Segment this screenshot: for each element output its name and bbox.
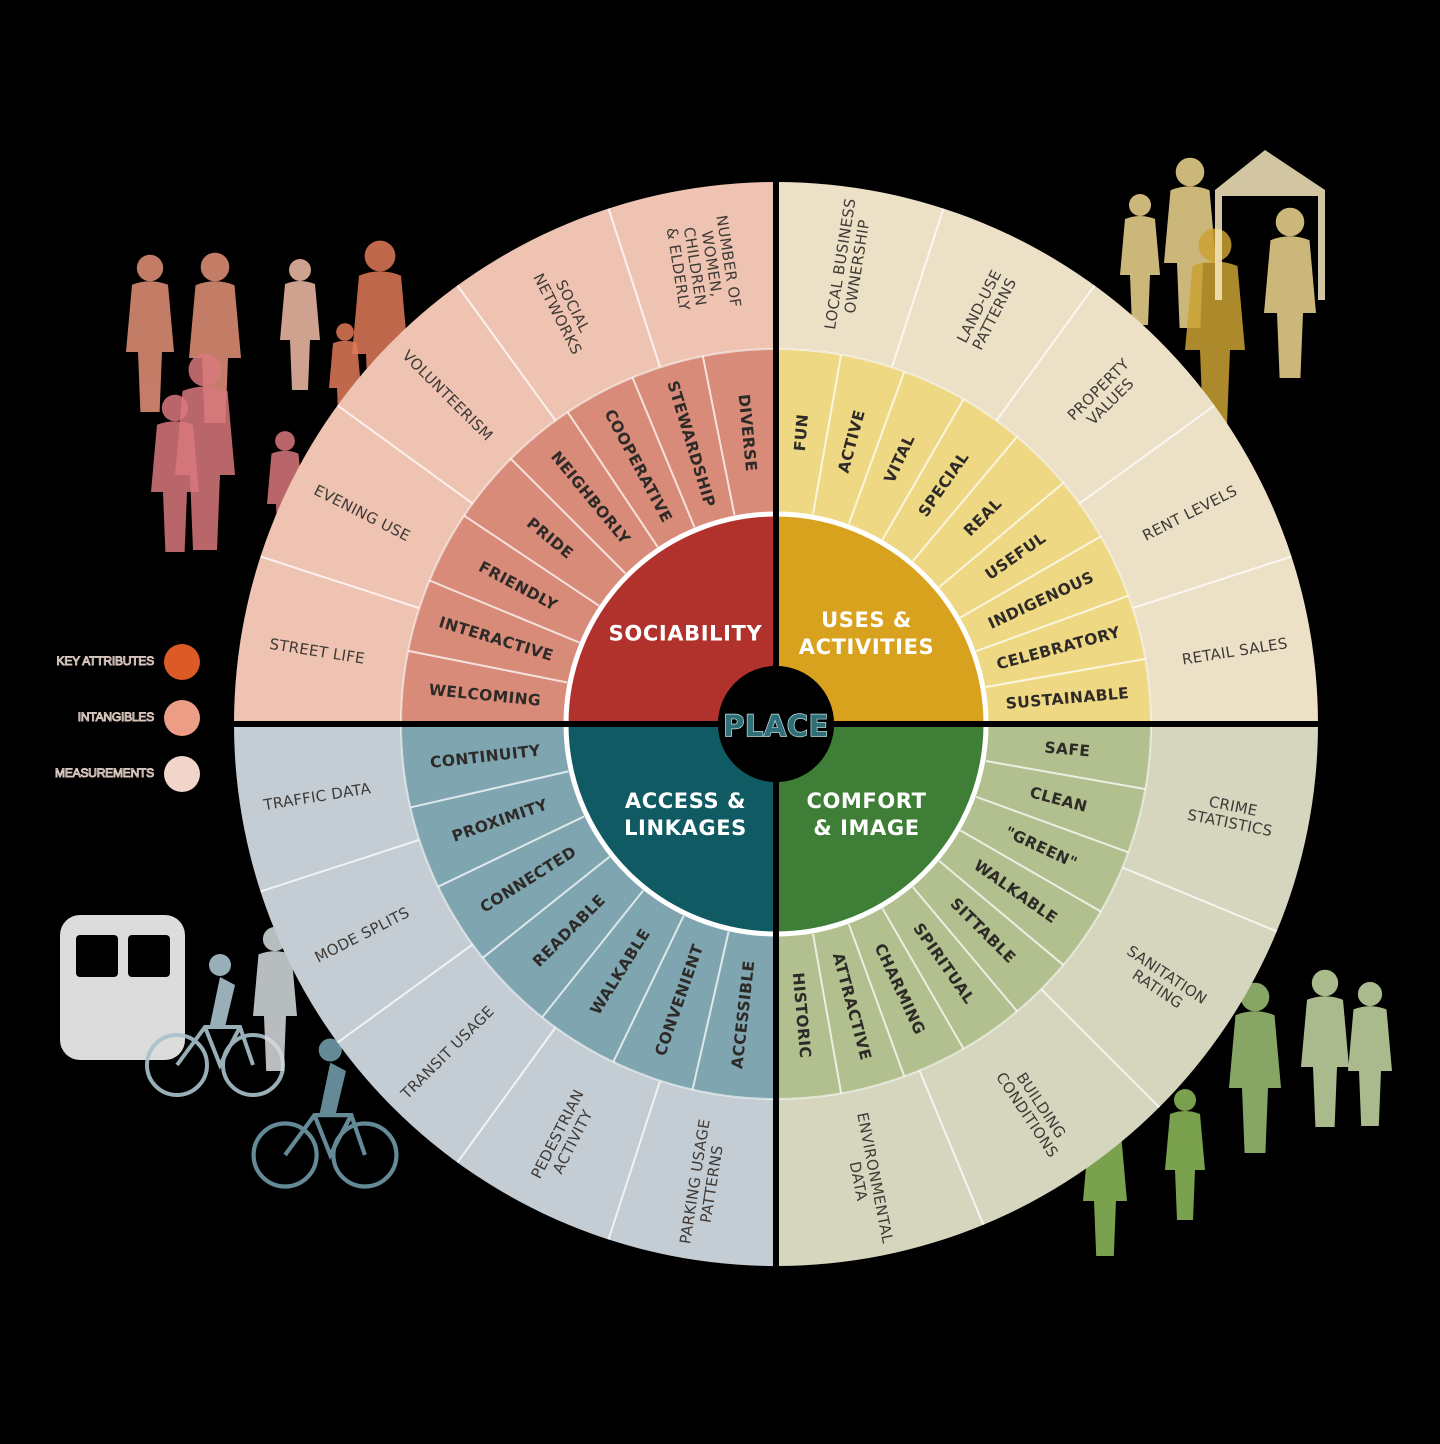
comfort-intangible-divider: [985, 760, 1146, 791]
bicycle-rider-icon: [251, 1038, 399, 1189]
legend-key-attributes-swatch: [164, 644, 200, 680]
access-key-label: ACCESS &: [625, 789, 746, 813]
uses-key-label: USES &: [821, 608, 912, 632]
comfort-intangibles-ring: [776, 724, 1151, 1099]
access-key-attribute: [566, 724, 776, 934]
comfort-intangible-divider: [912, 886, 1018, 1012]
legend: KEY ATTRIBUTES INTANGIBLES MEASUREMENTS: [18, 640, 208, 810]
silhouette-figures: [60, 150, 1392, 1256]
legend-intangibles: INTANGIBLES: [18, 696, 208, 740]
comfort-intangible-divider: [938, 860, 1064, 966]
sociability-measurement-divider: [607, 208, 662, 368]
access-measurements-ring: [234, 724, 776, 1266]
access-measurement-divider: [260, 838, 420, 893]
comfort-key-attribute: [776, 724, 986, 934]
uses-intangible-label: FUN: [791, 413, 812, 452]
person-figure-icon: [1301, 969, 1349, 1127]
legend-intangibles-label: INTANGIBLES: [77, 710, 154, 725]
access-key-label: LINKAGES: [624, 816, 747, 840]
sociability-intangible-divider: [429, 579, 580, 644]
sociability-intangible-divider: [408, 649, 568, 684]
person-figure-icon: [329, 323, 361, 428]
person-figure-icon: [1264, 207, 1316, 378]
uses-intangible-label-line: FUN: [791, 413, 812, 452]
sociability-measurement-divider: [260, 555, 420, 610]
comfort-intangible-label-line: SAFE: [1044, 739, 1091, 761]
uses-intangible-divider: [985, 657, 1146, 688]
sociability-intangible-divider: [701, 356, 736, 516]
person-figure-icon: [126, 254, 174, 412]
legend-key-attributes-label: KEY ATTRIBUTES: [56, 654, 155, 669]
comfort-key-label: COMFORT: [806, 789, 926, 813]
uses-measurement-divider: [1078, 404, 1216, 505]
uses-intangible-divider: [912, 436, 1018, 562]
uses-measurements-ring: [776, 182, 1318, 724]
access-intangible-divider: [437, 815, 585, 888]
uses-intangible-divider: [847, 371, 906, 525]
sociability-intangible-divider: [566, 411, 659, 548]
person-figure-icon: [1164, 157, 1216, 328]
person-figure-icon: [175, 353, 235, 550]
person-figure-icon: [1348, 981, 1392, 1126]
uses-measurement-divider: [1132, 555, 1292, 610]
legend-measurements-label: MEASUREMENTS: [55, 766, 155, 781]
sociability-measurement-divider: [336, 404, 474, 505]
uses-intangible-divider: [959, 535, 1102, 619]
sociability-measurement-divider: [456, 284, 557, 422]
comfort-measurement-divider: [1040, 988, 1160, 1108]
comfort-key-label: & IMAGE: [813, 816, 919, 840]
comfort-measurement-divider: [918, 1070, 985, 1226]
person-figure-icon: [1165, 1089, 1205, 1220]
uses-measurement-divider: [890, 208, 945, 368]
access-measurement-divider: [456, 1026, 557, 1164]
person-figure-icon: [189, 252, 241, 423]
bus-icon: [60, 915, 185, 1060]
comfort-intangible-divider: [847, 923, 906, 1077]
sociability-intangible-divider: [510, 458, 627, 575]
person-figure-icon: [1120, 194, 1160, 325]
uses-intangible-divider: [975, 594, 1129, 653]
person-figure-icon: [352, 240, 408, 424]
access-intangible-divider: [691, 931, 730, 1090]
access-intangible-divider: [541, 889, 644, 1018]
legend-intangibles-swatch: [164, 700, 200, 736]
access-intangibles-ring: [401, 724, 776, 1099]
center-hole: [718, 666, 834, 782]
access-measurement-divider: [336, 943, 474, 1044]
sociability-key-attribute: [566, 514, 776, 724]
uses-key-label: ACTIVITIES: [799, 635, 934, 659]
legend-measurements: MEASUREMENTS: [18, 752, 208, 796]
uses-measurement-divider: [995, 284, 1096, 422]
bicycle-rider-icon: [145, 954, 285, 1097]
sociability-intangible-divider: [631, 377, 696, 528]
place-center-label: PLACE: [723, 709, 829, 743]
uses-key-attribute: [776, 514, 986, 724]
sociability-key-label: SOCIABILITY: [609, 621, 763, 645]
access-intangible-divider: [410, 770, 569, 809]
uses-intangible-divider: [812, 354, 843, 515]
comfort-intangible-divider: [881, 907, 965, 1050]
legend-measurements-swatch: [164, 756, 200, 792]
comfort-measurement-divider: [1122, 866, 1278, 933]
legend-key-attributes: KEY ATTRIBUTES: [18, 640, 208, 684]
comfort-intangible-divider: [959, 829, 1102, 913]
comfort-intangible-divider: [975, 795, 1129, 854]
uses-intangible-divider: [881, 398, 965, 541]
wheel-rings: [230, 178, 1322, 1270]
uses-intangibles-ring: [776, 349, 1151, 724]
uses-intangible-divider: [938, 482, 1064, 588]
comfort-intangible-divider: [812, 933, 843, 1094]
access-measurement-divider: [607, 1080, 662, 1240]
sociability-measurements-ring: [234, 182, 776, 724]
sociability-intangible-divider: [463, 514, 600, 607]
market-tent-icon: [1215, 150, 1325, 300]
comfort-intangible-label: SAFE: [1044, 739, 1091, 761]
access-intangible-divider: [612, 915, 685, 1063]
person-figure-icon: [280, 259, 320, 390]
access-intangible-divider: [482, 856, 611, 959]
